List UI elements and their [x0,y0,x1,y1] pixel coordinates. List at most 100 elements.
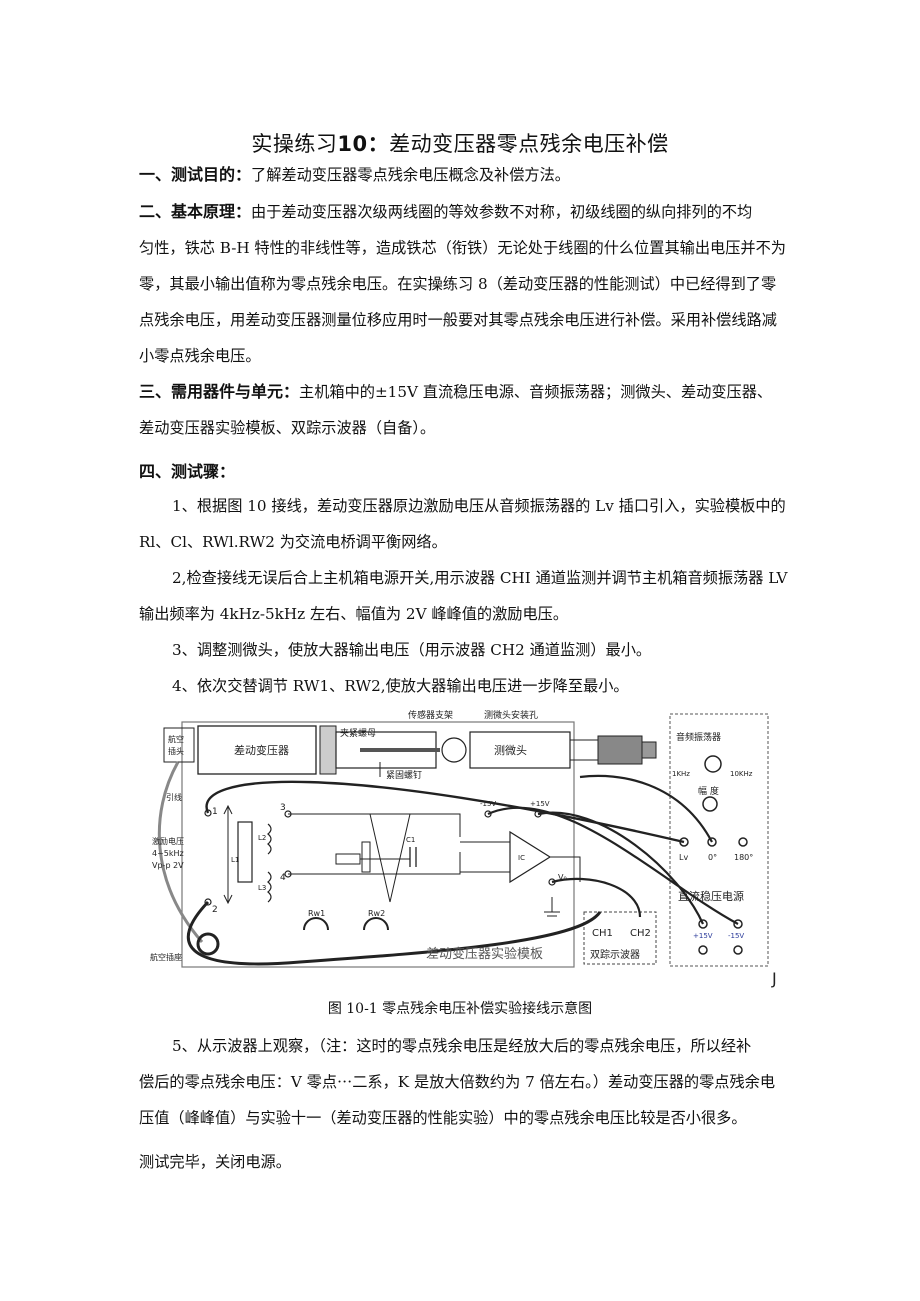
section-heading: 二、基本原理： [139,202,252,221]
label-l1: L1 [231,856,239,864]
amp-output [550,856,581,882]
label-10khz: 10KHz [730,770,753,778]
step-1-line-2: Rl、Cl、RWl.RW2 为交流电桥调平衡网络。 [139,533,447,551]
label-micrometer: 测微头 [494,743,527,757]
micrometer-knob [597,735,643,765]
main-box-panel [669,713,769,967]
label-0deg: 0° [708,853,717,862]
label-sensor-bracket: 传感器支架 [408,709,453,721]
section-text: 了解差动变压器零点残余电压概念及补偿方法。 [251,166,570,184]
label-aviation-plug-2: 插头 [168,746,184,756]
label-ch2: CH2 [630,928,651,939]
label-180deg: 180° [734,853,753,862]
bridge-wire-top [288,813,461,837]
section-steps: 四、测试骤： [139,462,235,482]
core-arrow-heads [223,804,233,905]
label-clamp-nut: 夹紧螺母 [340,727,376,739]
aviation-socket [196,932,220,956]
aviation-plug [163,727,195,763]
label-m15v-amp: -15V [480,800,496,808]
label-micrometer-hole: 测微头安装孔 [484,709,538,721]
terminal-2 [204,898,212,906]
jack-180deg [738,837,748,847]
section-heading: 一、测试目的： [139,165,252,184]
coil-l2 [267,823,272,855]
label-module: 差动变压器实验模板 [426,946,543,962]
paragraph-line: 差动变压器实验模板、双踪示波器（自备）。 [139,419,436,437]
scope-box [583,911,657,965]
section-text: 主机箱中的±15V 直流稳压电源、音频振荡器；测微头、差动变压器、 [299,383,773,401]
label-vo: V₀ [558,873,567,882]
label-n3: 3 [280,803,286,813]
jack-gnd-1 [698,945,708,955]
label-aviation-plug: 航空 [168,734,184,744]
label-rw2: Rw2 [368,909,385,918]
ground-symbol [544,911,560,917]
coil-l3 [267,871,272,903]
section-principle: 二、基本原理：由于差动变压器次级两线圈的等效参数不对称，初级线圈的纵向排列的不均 [139,202,752,222]
label-c1: C1 [406,836,415,844]
bridge-diag-2 [389,813,411,903]
plug-cable [157,761,204,943]
terminal-m15v [484,810,492,818]
step-1-line-1: 1、根据图 10 接线，差动变压器原边激励电压从音频振荡器的 Lv 插口引入，实… [172,497,786,515]
label-1khz: 1KHz [672,770,690,778]
label-excite-3: Vp-p 2V [152,861,184,870]
section-heading: 三、需用器件与单元： [139,382,300,401]
bridge-diag-1 [369,813,391,903]
op-amp [509,830,552,884]
label-scope: 双踪示波器 [590,948,640,961]
module-board [181,721,575,968]
label-lead: 引线 [166,792,182,802]
diff-transformer-body [197,725,317,775]
label-excite-2: 4~5kHz [152,849,184,858]
paragraph-line: 零，其最小输出值称为零点残余电压。在实操练习 8（差动变压器的性能测试）中已经得… [139,275,777,293]
section-text: 由于差动变压器次级两线圈的等效参数不对称，初级线圈的纵向排列的不均 [251,203,753,221]
step-5-line-3: 压值（峰峰值）与实验十一（差动变压器的性能实验）中的零点残余电压比较是否小很多。 [139,1109,747,1127]
paragraph-line: 小零点残余电压。 [139,347,261,365]
coil-l1 [237,821,253,883]
section-equipment: 三、需用器件与单元：主机箱中的±15V 直流稳压电源、音频振荡器；测微头、差动变… [139,382,772,402]
wiring-diagram: 传感器支架 测微头安装孔 航空 插头 差动变压器 夹紧螺母 紧固螺钉 测微头 引… [150,709,777,988]
micrometer-ratchet [641,741,657,759]
label-diff-transformer: 差动变压器 [234,743,289,757]
step-5-line-2: 偿后的零点残余电压：V 零点⋯二系，K 是放大倍数约为 7 倍左右。）差动变压器… [139,1073,775,1091]
label-j: J [771,969,777,988]
step-3: 3、调整测微头，使放大器输出电压（用示波器 CH2 通道监测）最小。 [172,641,652,659]
label-dc-supply: 直流稳压电源 [678,889,744,903]
section-heading: 四、测试骤： [139,462,236,481]
label-lv: Lv [679,853,688,862]
label-rw1: Rw1 [308,909,325,918]
step-2-line-1: 2,检查接线无误后合上主机箱电源开关,用示波器 CHI 通道监测并调节主机箱音频… [172,569,788,587]
label-m15v: -15V [728,932,744,940]
figure-caption: 图 10-1 零点残余电压补偿实验接线示意图 [327,1001,593,1017]
jack-p15v [698,919,708,929]
jack-0deg [707,837,717,847]
amplitude-knob [702,796,718,812]
step-5-line-1: 5、从示波器上观察，（注：这时的零点残余电压是经放大后的零点残余电压，所以经补 [172,1037,752,1055]
step-4: 4、依次交替调节 RW1、RW2,使放大器输出电压进一步降至最小。 [172,677,629,695]
freq-knob [704,755,722,773]
paragraph-line: 匀性，铁芯 B-H 特性的非线性等，造成铁芯（衔铁）无论处于线圈的什么位置其输出… [139,239,786,257]
jack-gnd-2 [733,945,743,955]
label-n2: 2 [212,905,218,915]
clamp-nut [319,725,337,775]
wire-ch2 [551,877,642,918]
page-title: 实操练习10：差动变压器零点残余电压补偿 [251,132,669,156]
jack-m15v [733,919,743,929]
rw2-knob [363,917,389,931]
wire-p15v [537,811,705,925]
wire-ground [579,774,713,843]
step-2-line-2: 输出频率为 4kHz-5kHz 左右、幅值为 2V 峰峰值的激励电压。 [139,605,569,623]
label-amplitude: 幅 度 [698,785,719,797]
resistor-r1 [335,853,361,865]
label-p15v-amp: +15V [530,800,550,808]
section-purpose: 一、测试目的：了解差动变压器零点残余电压概念及补偿方法。 [139,165,570,185]
label-l3: L3 [258,884,266,892]
wire-ch1-ground [186,900,602,966]
label-p15v: +15V [693,932,713,940]
label-ch1: CH1 [592,928,613,939]
label-n4: 4 [280,873,286,883]
capacitor-c1 [409,847,417,867]
label-audio-osc: 音频振荡器 [676,731,721,743]
